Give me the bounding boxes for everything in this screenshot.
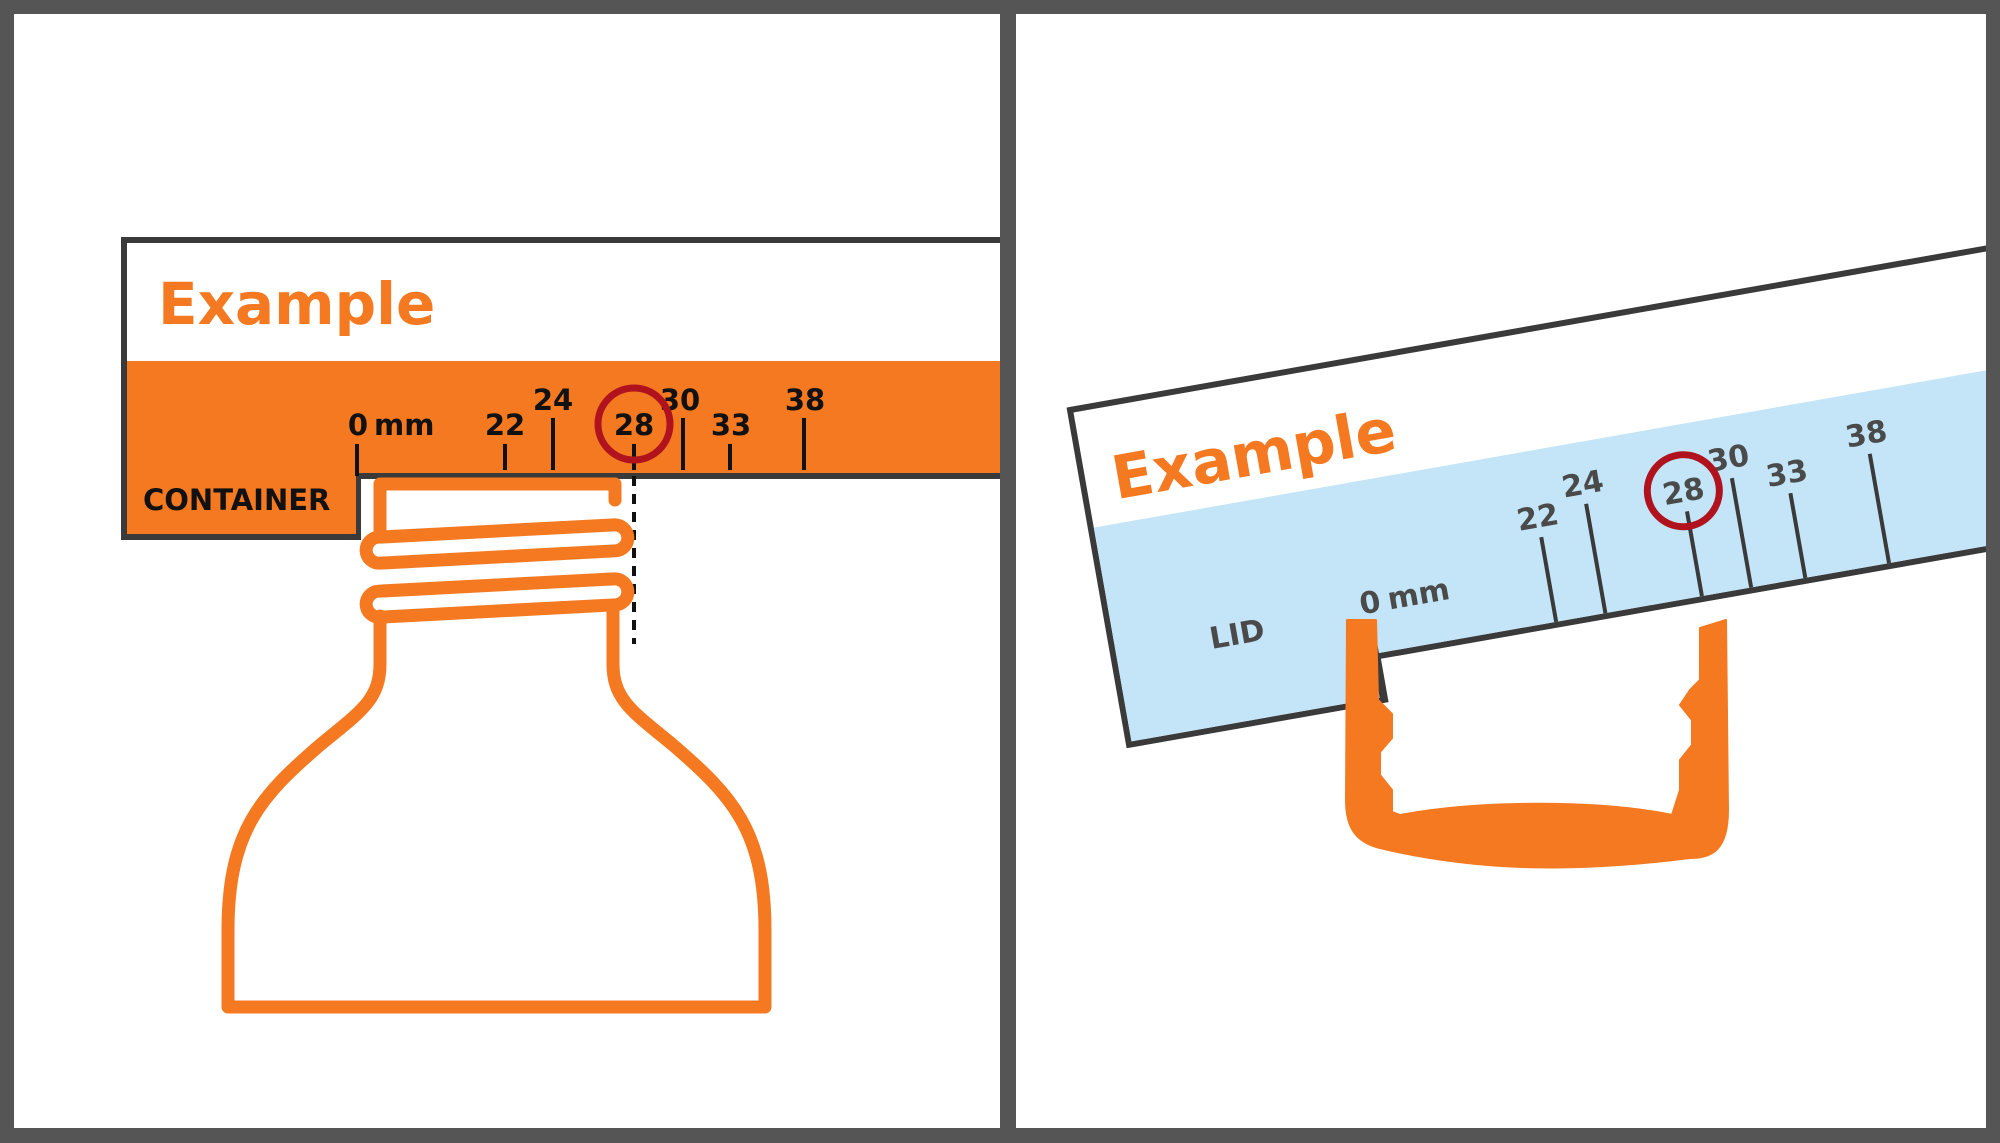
left-card-title: Example — [158, 270, 435, 338]
bottle-icon — [221, 477, 772, 1014]
right-tick-30 — [1729, 477, 1754, 588]
left-tick-label-28: 28 — [614, 408, 654, 442]
left-tick-label-24: 24 — [533, 383, 573, 417]
right-tick-label-33: 33 — [1763, 453, 1810, 495]
right-tick-33 — [1788, 492, 1808, 579]
left-scale-band — [127, 361, 1000, 534]
left-tick-group: 22 24 28 30 33 38 — [485, 383, 825, 470]
right-tick-label-22: 22 — [1514, 497, 1561, 539]
right-tick-label-24: 24 — [1559, 464, 1606, 506]
right-highlight-circle — [1643, 451, 1723, 531]
left-highlight-circle — [594, 384, 674, 464]
left-diagram: Example CONTAINER 0 mm 22 24 28 30 33 38 — [121, 237, 1000, 1014]
left-tick-label-38: 38 — [785, 383, 825, 417]
right-tick-24 — [1584, 503, 1608, 614]
right-diagram: Example LID 0 mm 22 24 28 30 33 38 — [1066, 239, 1986, 869]
lid-icon — [1345, 619, 1729, 869]
right-tick-38 — [1867, 453, 1891, 564]
left-zero-label: 0 — [348, 408, 368, 442]
left-panel — [14, 14, 1000, 1128]
left-tick-label-22: 22 — [485, 408, 525, 442]
right-tick-22 — [1539, 536, 1559, 623]
right-tick-label-38: 38 — [1843, 414, 1890, 456]
left-section-label: CONTAINER — [143, 483, 330, 517]
left-tick-label-33: 33 — [711, 408, 751, 442]
left-unit-label: mm — [374, 408, 434, 442]
right-tick-label-28: 28 — [1660, 471, 1707, 513]
right-scale-band — [1093, 361, 1986, 742]
right-tick-group: 22 24 28 30 33 38 — [1514, 414, 1891, 623]
